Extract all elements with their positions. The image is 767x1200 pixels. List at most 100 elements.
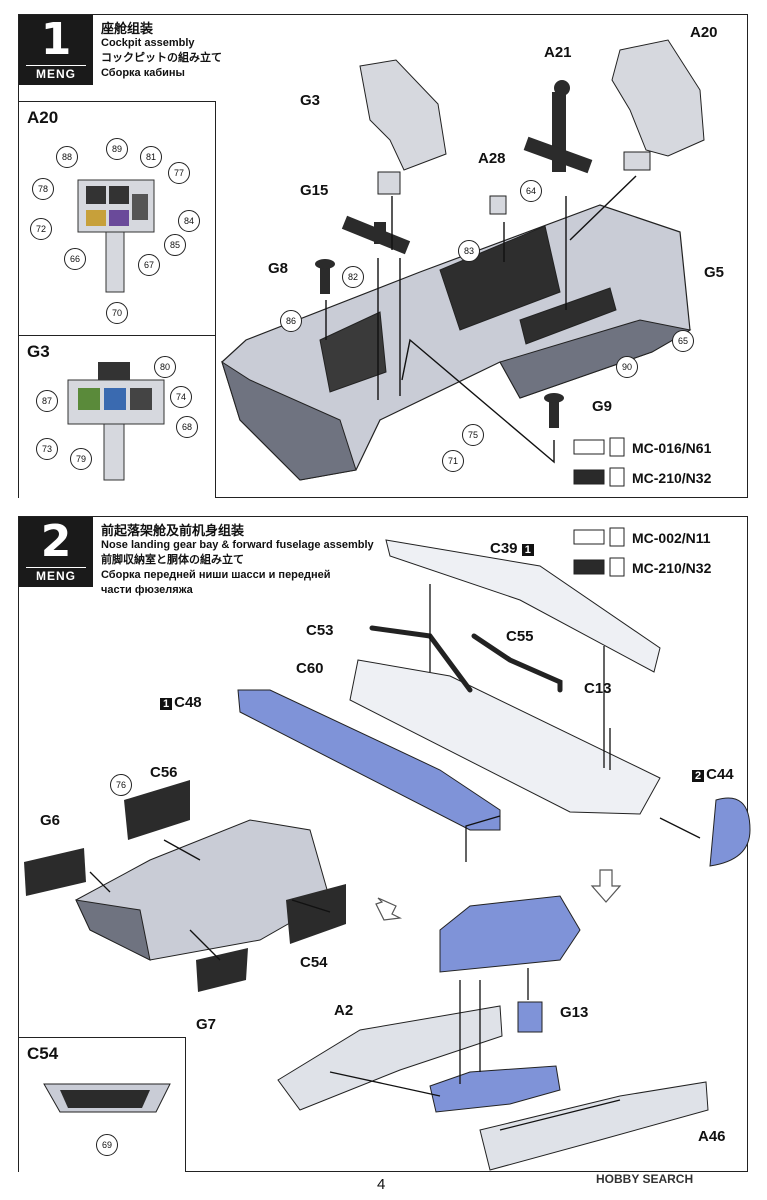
footer-watermark: HOBBY SEARCH <box>596 1172 694 1186</box>
callout-66: 66 <box>64 248 86 270</box>
callout-70: 70 <box>106 302 128 324</box>
step-1-badge: 1 MENG <box>19 15 93 85</box>
callout-69: 69 <box>96 1134 118 1156</box>
part-label-c53: C53 <box>306 622 334 639</box>
page-number: 4 <box>377 1176 386 1193</box>
inset-title: G3 <box>27 342 50 361</box>
step-2-badge: 2 MENG <box>19 517 93 587</box>
step-2-title: 前起落架舱及前机身组装 Nose landing gear bay & forw… <box>101 523 374 598</box>
title-ru: Сборка кабины <box>101 67 185 79</box>
callout-89: 89 <box>106 138 128 160</box>
part-label-g6: G6 <box>40 812 61 829</box>
callout-74: 74 <box>170 386 192 408</box>
c60-part <box>349 659 661 815</box>
paint-legend-1 <box>573 437 625 487</box>
step1-arrows <box>325 175 637 464</box>
callout-82: 82 <box>342 266 364 288</box>
c54-inset-drawing <box>43 1083 171 1113</box>
part-label-a21: A21 <box>544 44 572 61</box>
g8-g9-parts <box>315 259 564 428</box>
step2-arrows <box>89 584 701 1131</box>
part-label-c56: C56 <box>150 764 178 781</box>
title-en: Nose landing gear bay & forward fuselage… <box>101 539 374 551</box>
title-ja: コックピットの組み立て <box>101 52 222 64</box>
part-label-c55: C55 <box>506 628 534 645</box>
callout-90: 90 <box>616 356 638 378</box>
callout-67: 67 <box>138 254 160 276</box>
part-label-g8: G8 <box>268 260 289 277</box>
callout-77: 77 <box>168 162 190 184</box>
step-ref-box: 2 <box>692 770 705 782</box>
a20-inset-drawing <box>77 179 155 293</box>
part-label-a2: A2 <box>334 1002 354 1019</box>
a2-a46-fuselage <box>277 1005 709 1171</box>
callout-71: 71 <box>442 450 464 472</box>
callout-83: 83 <box>458 240 480 262</box>
paint-code: MC-210/N32 <box>632 560 712 576</box>
step-1-title: 座舱组装 Cockpit assembly コックピットの組み立て Сборка… <box>101 21 222 81</box>
a20-panel-part <box>611 39 705 171</box>
part-label-a46: A46 <box>698 1128 726 1145</box>
hollow-arrows <box>375 869 622 921</box>
part-label-c13: C13 <box>584 680 612 697</box>
c39-part <box>385 539 661 673</box>
title-zh: 前起落架舱及前机身组装 <box>101 523 245 538</box>
title-ru: Сборка передней ниши шасси и передней <box>101 569 331 581</box>
cockpit-tub <box>221 204 692 481</box>
paint-legend-2 <box>573 527 625 577</box>
callout-85: 85 <box>164 234 186 256</box>
part-label-g7: G7 <box>196 1016 217 1033</box>
title-zh: 座舱组装 <box>101 21 154 36</box>
paint-code: MC-002/N11 <box>632 530 711 546</box>
callout-72: 72 <box>30 218 52 240</box>
part-label-c54: C54 <box>300 954 328 971</box>
a28-part <box>489 195 507 215</box>
callout-68: 68 <box>176 416 198 438</box>
step-ref-box: 1 <box>521 544 534 556</box>
callout-73: 73 <box>36 438 58 460</box>
title-ru-2: части фюзеляжа <box>101 584 193 596</box>
part-label-c60: C60 <box>296 660 324 677</box>
callout-84: 84 <box>178 210 200 232</box>
brand-logo: MENG <box>26 65 86 81</box>
part-label-g13: G13 <box>560 1004 589 1021</box>
callout-81: 81 <box>140 146 162 168</box>
callout-80: 80 <box>154 356 176 378</box>
callout-64: 64 <box>520 180 542 202</box>
part-label-g15: G15 <box>300 182 329 199</box>
brand-logo: MENG <box>26 567 86 583</box>
c48-part <box>237 689 501 831</box>
a21-stick-part <box>523 80 593 174</box>
callout-76: 76 <box>110 774 132 796</box>
callout-75: 75 <box>462 424 484 446</box>
callout-88: 88 <box>56 146 78 168</box>
g3-panel-part <box>359 59 447 195</box>
part-label-g3: G3 <box>300 92 321 109</box>
forward-tub <box>75 819 331 961</box>
inset-title: C54 <box>27 1044 59 1063</box>
callout-79: 79 <box>70 448 92 470</box>
part-label-c39: C39 1 <box>490 540 536 557</box>
part-label-a28: A28 <box>478 150 506 167</box>
paint-code: MC-210/N32 <box>632 470 712 486</box>
inset-title: A20 <box>27 108 59 127</box>
title-ja: 前脚収納室と胴体の組み立て <box>101 554 244 566</box>
dark-side-panels <box>24 780 346 992</box>
part-label-g9: G9 <box>592 398 613 415</box>
step-number: 1 <box>40 14 72 65</box>
g15-stick-part <box>341 215 411 255</box>
callout-78: 78 <box>32 178 54 200</box>
g3-inset-drawing <box>67 362 165 481</box>
part-label-a20: A20 <box>690 24 718 41</box>
paint-code: MC-016/N61 <box>632 440 712 456</box>
part-label-g5: G5 <box>704 264 725 281</box>
step-number: 2 <box>40 516 72 567</box>
callout-87: 87 <box>36 390 58 412</box>
callout-86: 86 <box>280 310 302 332</box>
c44-part <box>709 797 751 867</box>
callout-65: 65 <box>672 330 694 352</box>
title-en: Cockpit assembly <box>101 37 195 49</box>
